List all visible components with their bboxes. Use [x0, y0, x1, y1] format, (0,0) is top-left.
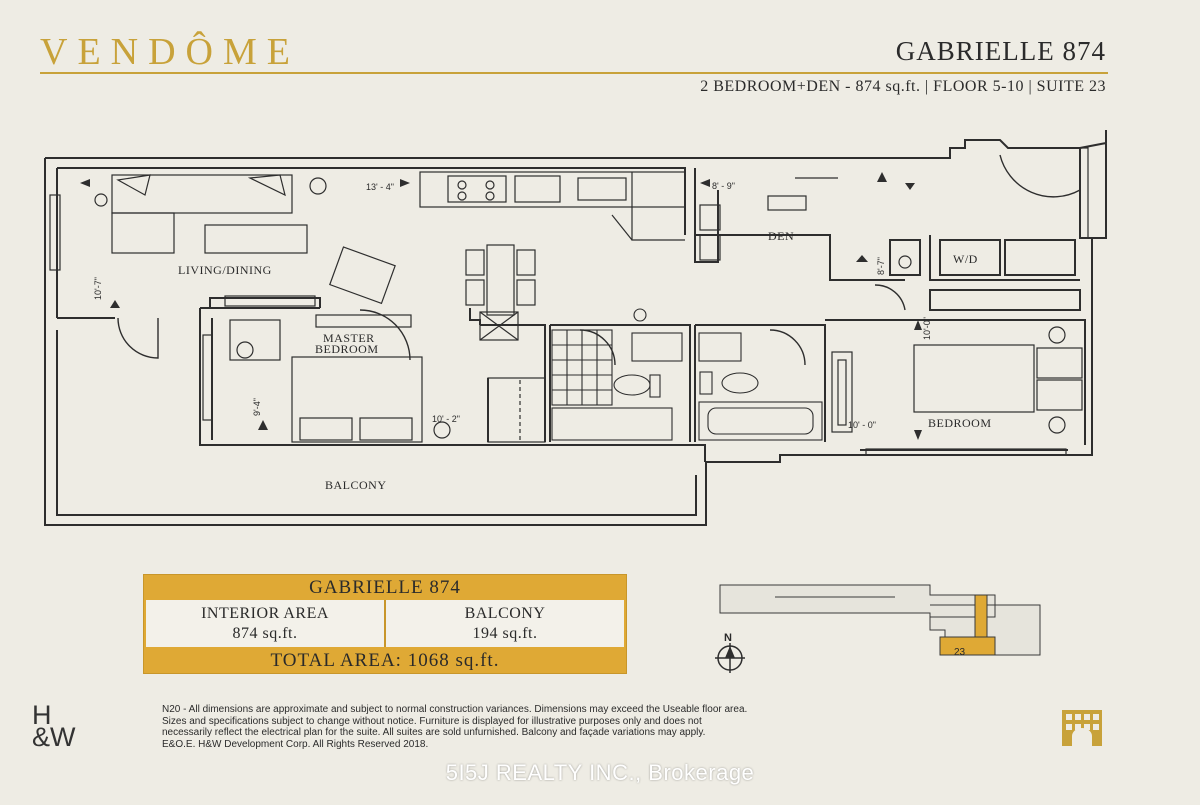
header-rule	[40, 72, 1108, 74]
disclaimer-line: N20 - All dimensions are approximate and…	[162, 704, 748, 715]
interior-area-label: INTERIOR AREA	[201, 605, 329, 622]
dim-master-depth: 9'-4"	[252, 398, 262, 416]
suite-subtitle: 2 BEDROOM+DEN - 874 sq.ft. | FLOOR 5-10 …	[700, 78, 1106, 95]
label-master-bedroom-line1: MASTER	[323, 331, 375, 345]
dim-living-width: 13' - 4"	[366, 182, 394, 192]
floor-plan: LIVING/DINING MASTER BEDROOM DEN BEDROOM…	[44, 130, 1107, 526]
disclaimer-line: E&O.E. H&W Development Corp. All Rights …	[162, 738, 429, 750]
balcony-area-cell: BALCONY 194 sq.ft.	[384, 600, 624, 647]
label-den: DEN	[768, 229, 794, 243]
key-plan	[719, 584, 1041, 656]
hw-logo-line1: H	[32, 700, 52, 730]
label-master-bedroom-line2: BEDROOM	[315, 342, 379, 356]
key-plan-suite-number: 23	[954, 647, 966, 658]
hw-logo: H &W	[32, 700, 76, 752]
hw-logo-line2: &W	[32, 722, 76, 752]
dim-living-depth: 10'-7"	[93, 277, 103, 300]
dim-den-width: 8' - 9"	[712, 181, 735, 191]
dim-bedroom-depth: 10'-0"	[922, 317, 932, 340]
label-living-dining: LIVING/DINING	[178, 263, 272, 277]
building-logo-icon	[1062, 710, 1102, 746]
disclaimer-line: necessarily reflect the electrical plan …	[162, 727, 706, 738]
area-summary-table: GABRIELLE 874 INTERIOR AREA 874 sq.ft. B…	[143, 574, 627, 674]
suite-title: GABRIELLE 874	[895, 36, 1106, 66]
balcony-area-value: 194 sq.ft.	[472, 625, 538, 642]
label-bedroom: BEDROOM	[928, 416, 992, 430]
label-laundry: W/D	[953, 252, 978, 266]
top-wall	[45, 139, 1080, 159]
brokerage-watermark: 5I5J REALTY INC., Brokerage	[445, 760, 755, 785]
total-area: TOTAL AREA: 1068 sq.ft.	[270, 650, 500, 671]
interior-area-cell: INTERIOR AREA 874 sq.ft.	[146, 600, 384, 647]
balcony-area-label: BALCONY	[464, 605, 546, 622]
north-label: N	[724, 632, 732, 644]
outer-wall	[44, 130, 1107, 526]
area-table-title: GABRIELLE 874	[309, 577, 461, 598]
vendome-logo: VENDÔME	[40, 31, 300, 73]
disclaimer-line: Sizes and specifications subject to chan…	[162, 715, 702, 727]
interior-area-value: 874 sq.ft.	[232, 625, 298, 642]
dim-bedroom-width: 10' - 0"	[848, 420, 876, 430]
dim-master-width: 10' - 2"	[432, 414, 460, 424]
north-arrow-icon	[715, 643, 745, 673]
label-balcony: BALCONY	[325, 478, 387, 492]
dim-den-depth: 8'-7"	[876, 257, 886, 275]
disclaimer: N20 - All dimensions are approximate and…	[162, 704, 1042, 750]
